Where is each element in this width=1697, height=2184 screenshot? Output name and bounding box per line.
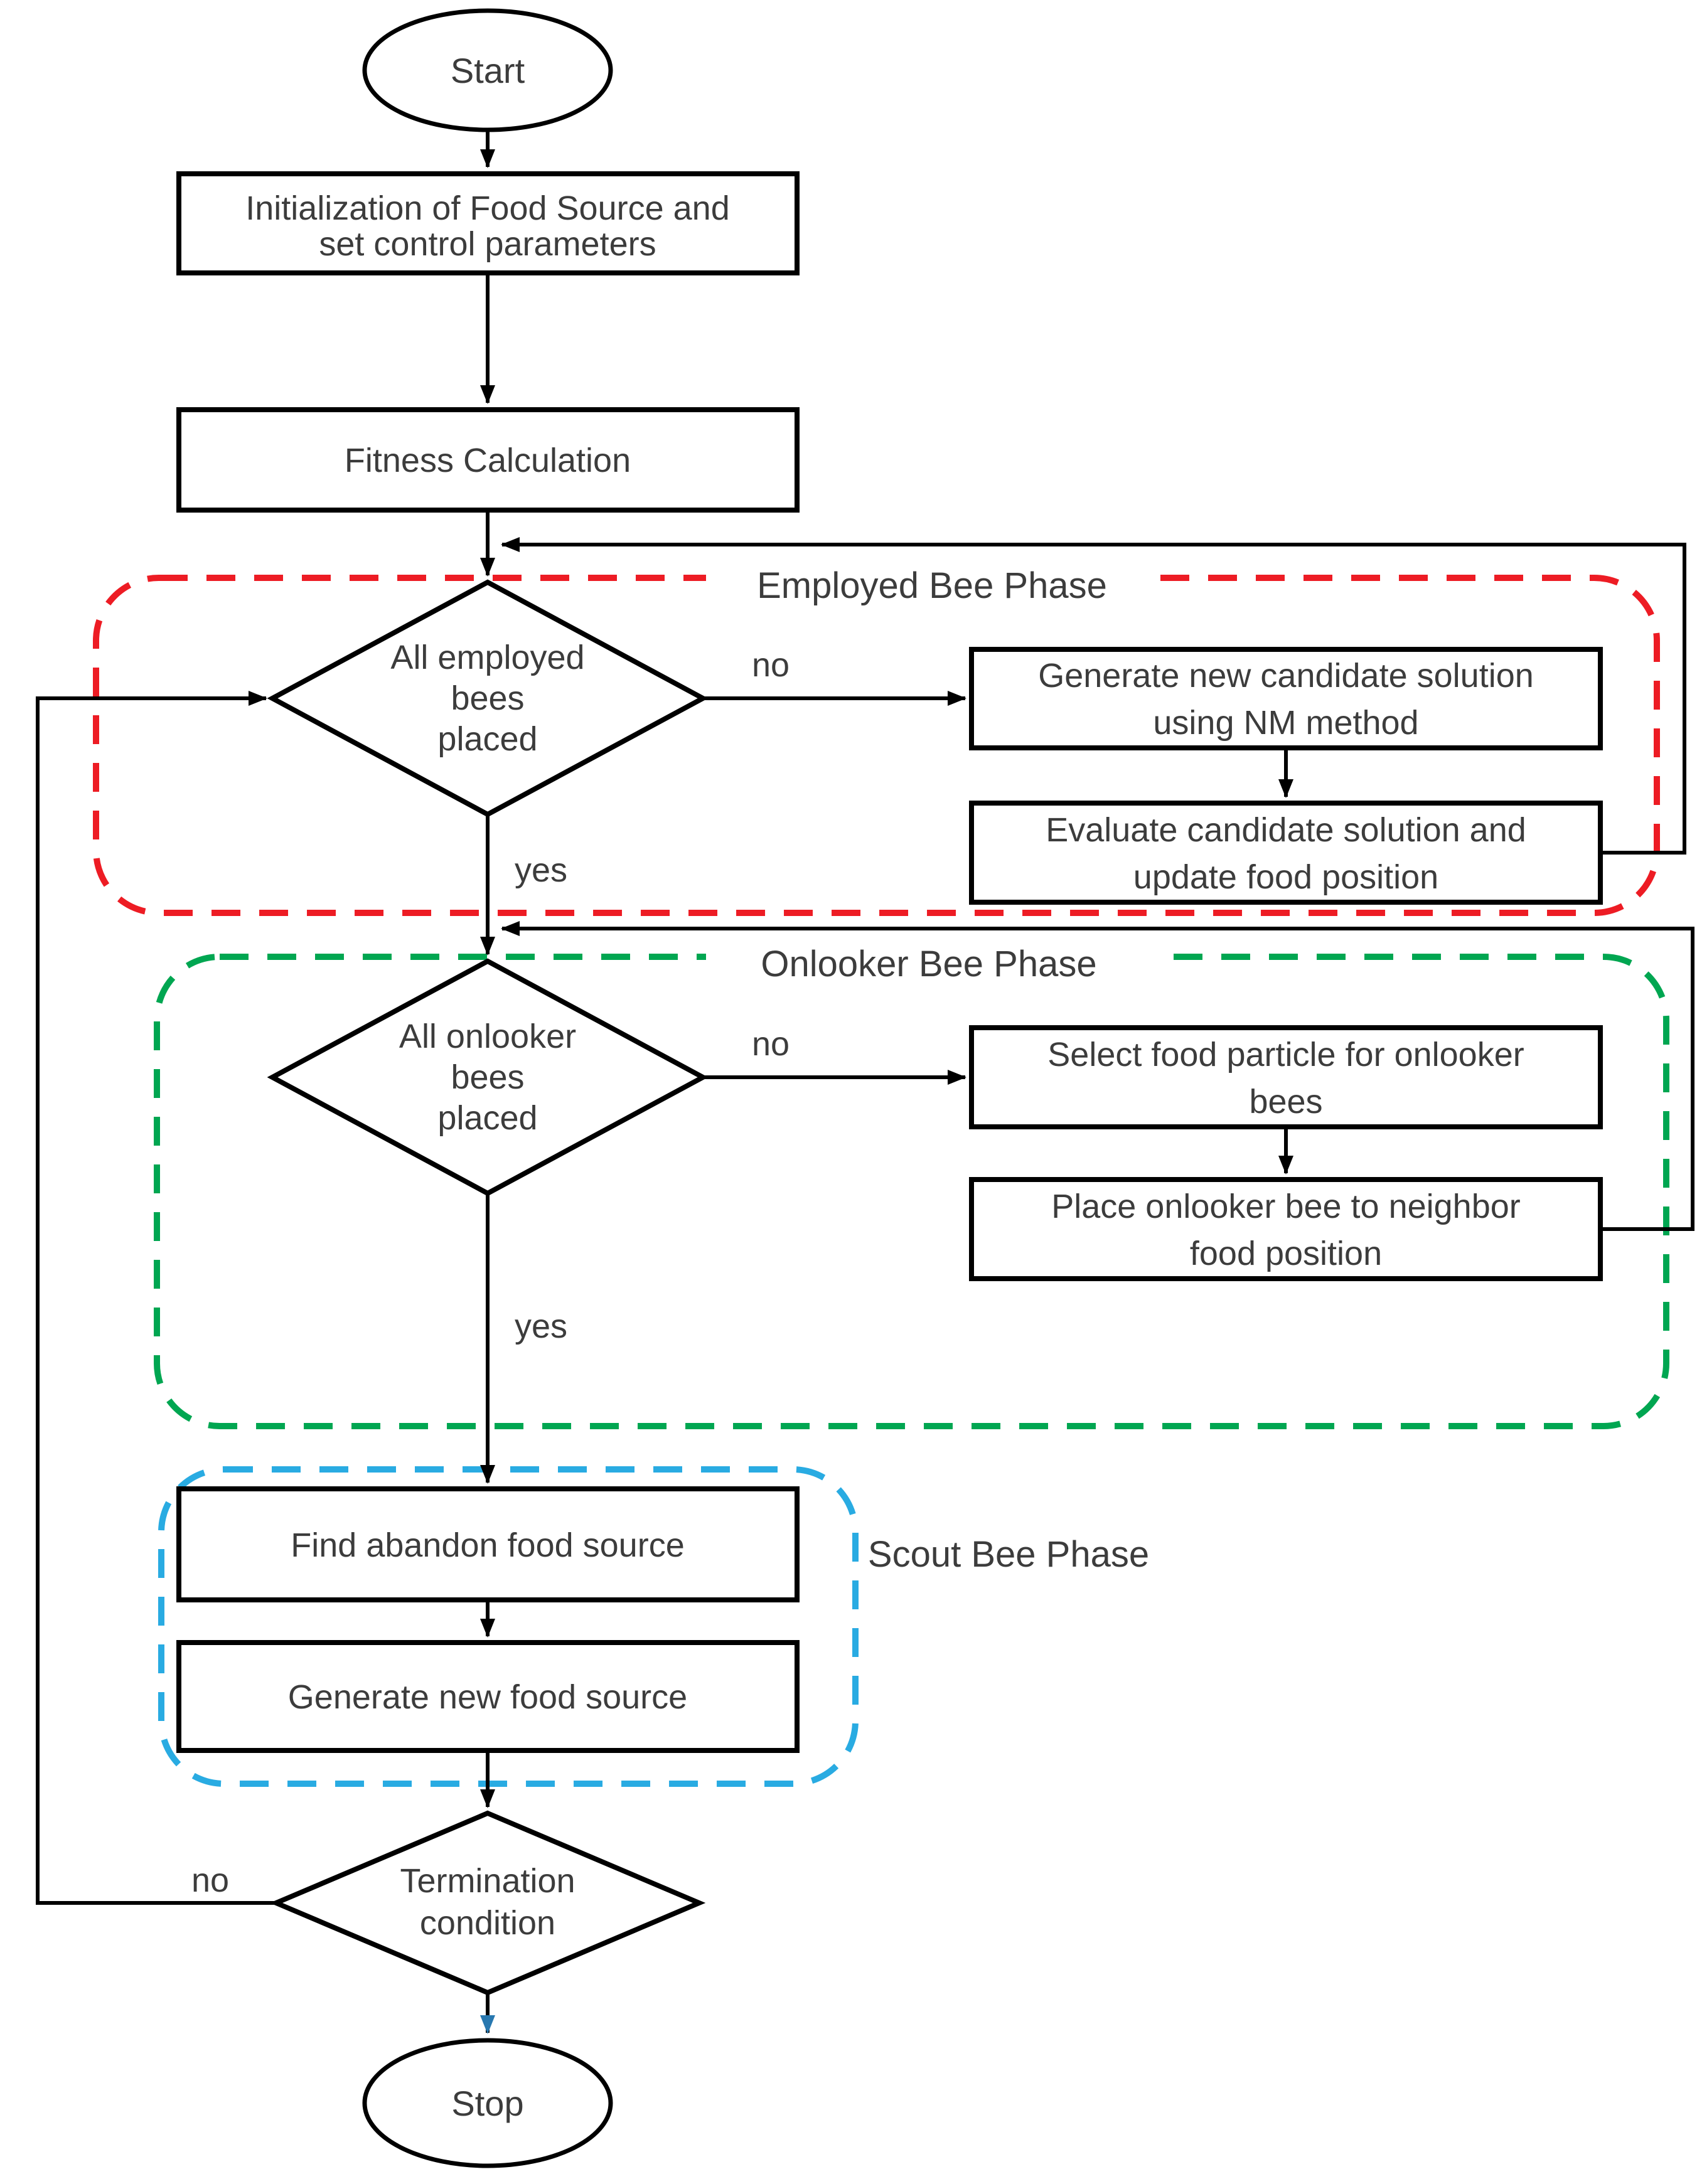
- employed-decision-diamond: [267, 579, 709, 818]
- termination-line2: condition: [420, 1904, 555, 1942]
- feedback-evaluate-to-junction: [501, 537, 1686, 855]
- place-onlooker-box: [969, 1177, 1603, 1281]
- stop-node: Stop: [362, 2038, 613, 2168]
- onlooker-decision-line2: bees: [451, 1058, 524, 1096]
- place-onlooker-line1: Place onlooker bee to neighbor: [1051, 1188, 1521, 1225]
- edge-label-yes-1: yes: [515, 851, 567, 889]
- select-food-line2: bees: [1249, 1083, 1322, 1121]
- onlooker-decision-line1: All onlooker: [399, 1018, 576, 1055]
- onlooker-decision-node: All onlooker bees placed: [267, 958, 709, 1196]
- fitness-box: [176, 407, 800, 513]
- evaluate-line2: update food position: [1133, 858, 1438, 896]
- termination-diamond: [269, 1810, 706, 1996]
- employed-decision-line1: All employed: [390, 639, 584, 676]
- generate-nm-line1: Generate new candidate solution: [1038, 657, 1534, 695]
- select-food-box: [969, 1025, 1603, 1129]
- generate-nm-node: Generate new candidate solution using NM…: [969, 647, 1603, 750]
- employed-decision-node: All employed bees placed: [267, 579, 709, 818]
- stop-label: Stop: [451, 2084, 523, 2123]
- find-abandon-node: Find abandon food source: [176, 1486, 800, 1602]
- scout-phase-label: Scout Bee Phase: [868, 1534, 1149, 1575]
- evaluate-node: Evaluate candidate solution and update f…: [969, 801, 1603, 905]
- feedback-termination-no-loop: [36, 691, 276, 1905]
- termination-node: Termination condition: [269, 1810, 706, 1996]
- fitness-node: Fitness Calculation: [176, 407, 800, 513]
- onlooker-phase-label-mask: [706, 938, 1155, 983]
- edge-label-yes-2: yes: [515, 1308, 567, 1345]
- generate-nm-box: [969, 647, 1603, 750]
- generate-food-node: Generate new food source: [176, 1640, 800, 1753]
- evaluate-line1: Evaluate candidate solution and: [1046, 811, 1526, 849]
- generate-nm-line2: using NM method: [1153, 704, 1418, 742]
- termination-line1: Termination: [400, 1862, 575, 1900]
- connectors: [36, 130, 1694, 2034]
- place-onlooker-line2: food position: [1190, 1235, 1382, 1272]
- init-line2: set control parameters: [319, 225, 656, 263]
- generate-food-box: [176, 1640, 800, 1753]
- onlooker-phase-label: Onlooker Bee Phase: [761, 944, 1096, 984]
- place-onlooker-node: Place onlooker bee to neighbor food posi…: [969, 1177, 1603, 1281]
- edge-label-no-1: no: [752, 646, 790, 684]
- init-node: Initialization of Food Source and set co…: [176, 171, 800, 275]
- init-line1: Initialization of Food Source and: [245, 189, 729, 227]
- fitness-label: Fitness Calculation: [345, 442, 631, 479]
- onlooker-bee-phase-region: [154, 938, 1669, 1429]
- feedback-place-to-junction: [501, 921, 1694, 1231]
- employed-decision-line3: placed: [437, 720, 537, 758]
- init-box: [176, 171, 800, 275]
- edge-label-no-2: no: [752, 1025, 790, 1063]
- evaluate-box: [969, 801, 1603, 905]
- find-abandon-label: Find abandon food source: [291, 1526, 684, 1564]
- employed-bee-phase-region: [93, 558, 1660, 916]
- start-ellipse: [362, 8, 613, 132]
- find-abandon-box: [176, 1486, 800, 1602]
- select-food-line1: Select food particle for onlooker: [1047, 1036, 1524, 1073]
- employed-phase-label: Employed Bee Phase: [757, 565, 1107, 606]
- employed-decision-line2: bees: [451, 679, 524, 717]
- select-food-node: Select food particle for onlooker bees: [969, 1025, 1603, 1129]
- start-node: Start: [362, 8, 613, 132]
- start-label: Start: [451, 51, 525, 90]
- edge-label-no-3: no: [191, 1862, 229, 1899]
- employed-phase-label-mask: [706, 558, 1158, 605]
- onlooker-decision-line3: placed: [437, 1099, 537, 1137]
- generate-food-label: Generate new food source: [288, 1678, 687, 1716]
- onlooker-decision-diamond: [267, 958, 709, 1196]
- stop-ellipse: [362, 2038, 613, 2168]
